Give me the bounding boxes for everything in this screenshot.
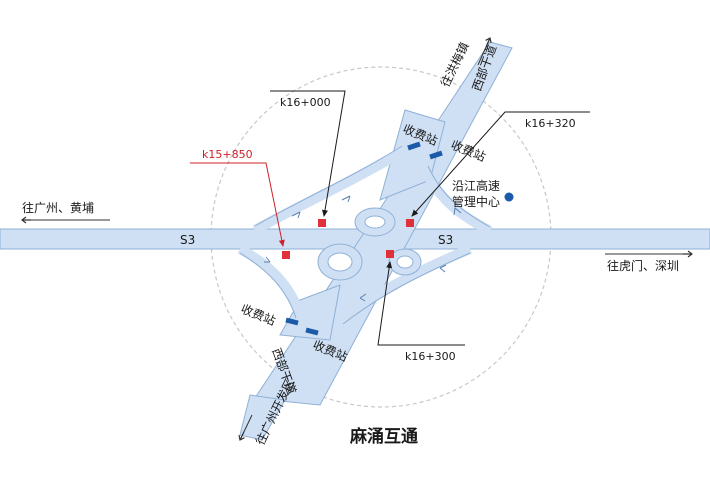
toll-label-sw-left: 收费站: [239, 302, 278, 328]
toll-bars: [285, 141, 443, 336]
ramp-nw-edge: [254, 145, 403, 227]
management-center-dot: [504, 192, 514, 202]
callout-k16-000: k16+000: [280, 96, 331, 109]
ramp-sw: [237, 244, 305, 317]
marker-k16-000: [318, 219, 326, 227]
lane-arrow: [439, 264, 447, 273]
direction-label-west: 往广州、黄埔: [22, 200, 94, 215]
management-center-line1: 沿江高速: [452, 178, 500, 193]
callout-k16-000-line: [270, 90, 346, 217]
toll-bar-ne-2: [429, 150, 443, 160]
marker-k16-320: [406, 219, 414, 227]
direction-arrow-south: [238, 414, 253, 441]
road-label-s3-right: S3: [438, 233, 453, 247]
loop-center-inner: [364, 215, 386, 229]
callout-k16-300: k16+300: [405, 350, 456, 363]
loop-east-inner: [396, 255, 414, 269]
callout-k16-320: k16+320: [525, 117, 576, 130]
callout-k16-300-line: [377, 261, 465, 346]
loop-west-inner: [327, 252, 353, 272]
west-trunk-road-south: [239, 394, 286, 441]
lane-arrow: [359, 293, 367, 302]
ramp-ne: [420, 167, 493, 236]
lane-arrow: [291, 211, 301, 219]
lane-arrow: [264, 256, 271, 263]
lane-arrow: [341, 195, 351, 203]
ramp-sw-edge: [239, 252, 297, 319]
callout-k16-320-line: [411, 111, 590, 217]
direction-arrow-north: [477, 37, 492, 66]
callout-k15-850-line: [190, 162, 285, 247]
toll-bar-sw-2: [305, 327, 319, 336]
marker-k16-300: [386, 250, 394, 258]
ramp-ne-edge: [427, 165, 491, 228]
road-network: [0, 41, 710, 441]
ramp-se-edge: [342, 252, 471, 325]
marker-k15-850: [282, 251, 290, 259]
toll-bar-ne-1: [407, 141, 421, 151]
kilometer-markers: [282, 219, 414, 259]
lane-arrows: [264, 195, 462, 302]
toll-label-ne-right: 收费站: [449, 138, 488, 164]
road-label-s3-left: S3: [180, 233, 195, 247]
toll-bar-sw-1: [285, 317, 299, 326]
lane-arrow: [453, 207, 462, 216]
toll-plaza-south: [279, 284, 341, 341]
management-center-line2: 管理中心: [452, 194, 500, 209]
map-title: 麻涌互通: [349, 426, 418, 447]
callout-k15-850: k15+850: [202, 148, 253, 161]
direction-label-east: 往虎门、深圳: [607, 258, 679, 273]
ramp-se: [337, 244, 472, 325]
